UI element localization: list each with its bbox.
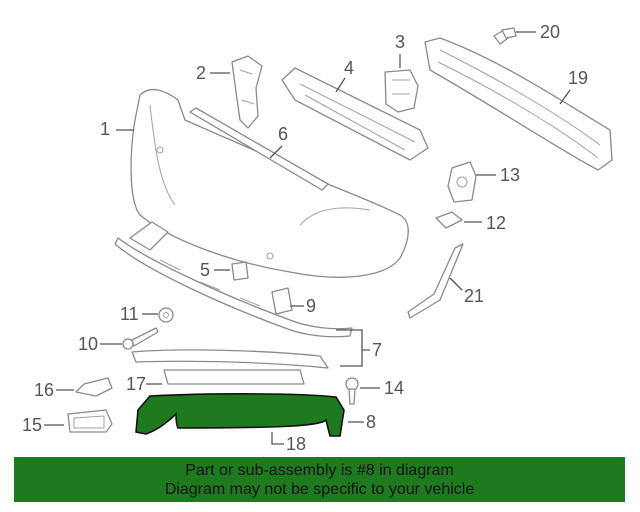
lower-valance[interactable] (114, 221, 353, 338)
banner-line-1: Part or sub-assembly is #8 in diagram (185, 462, 454, 479)
callout-16: 16 (34, 380, 74, 400)
part-12-clip[interactable] (435, 211, 463, 229)
callout-2: 2 (196, 63, 230, 83)
part-15-reflector[interactable] (67, 409, 113, 433)
svg-text:6: 6 (278, 124, 288, 144)
svg-text:1: 1 (100, 119, 110, 139)
svg-text:9: 9 (306, 296, 316, 316)
callout-6: 6 (269, 124, 288, 159)
svg-text:12: 12 (486, 213, 506, 233)
part-3-bracket[interactable] (384, 69, 419, 113)
part-4-support-bracket[interactable] (281, 67, 429, 161)
callout-14: 14 (360, 378, 404, 398)
part-1-bumper-cover[interactable] (130, 88, 409, 278)
svg-text:14: 14 (384, 378, 404, 398)
callout-10: 10 (78, 334, 122, 354)
svg-text:2: 2 (196, 63, 206, 83)
svg-text:21: 21 (464, 286, 484, 306)
svg-text:3: 3 (395, 32, 405, 52)
svg-text:15: 15 (22, 415, 42, 435)
svg-text:4: 4 (344, 58, 354, 78)
part-10-screw[interactable] (122, 327, 159, 350)
callout-9: 9 (290, 296, 316, 316)
svg-text:7: 7 (372, 340, 382, 360)
part-2-bracket[interactable] (231, 55, 263, 129)
callout-18: 18 (271, 432, 306, 454)
svg-text:10: 10 (78, 334, 98, 354)
callout-20: 20 (516, 22, 560, 42)
part-16-bracket[interactable] (75, 377, 113, 397)
part-9-bracket[interactable] (271, 287, 293, 315)
callout-21: 21 (449, 277, 484, 306)
svg-text:5: 5 (200, 260, 210, 280)
part-17-panel[interactable] (163, 369, 305, 385)
callout-15: 15 (22, 415, 64, 435)
part-19-reinforcement-beam[interactable] (424, 37, 613, 171)
info-banner: Part or sub-assembly is #8 in diagram Di… (14, 457, 625, 502)
callout-3: 3 (395, 32, 405, 68)
callout-5: 5 (200, 260, 230, 280)
part-6-trim-strip[interactable] (189, 107, 329, 191)
part-5-clip[interactable] (231, 261, 249, 281)
parts-diagram: 1 2 3 4 5 6 7 8 9 10 11 12 (22, 22, 613, 454)
callout-13: 13 (476, 165, 520, 185)
svg-text:17: 17 (126, 374, 146, 394)
callout-17: 17 (126, 374, 162, 394)
svg-text:20: 20 (540, 22, 560, 42)
part-20-bolt[interactable] (493, 27, 517, 45)
part-8-diffuser-highlighted[interactable] (135, 393, 345, 437)
svg-text:16: 16 (34, 380, 54, 400)
part-11-washer[interactable] (158, 307, 174, 323)
part-7-trim[interactable] (131, 349, 329, 369)
svg-text:13: 13 (500, 165, 520, 185)
part-21-side-trim[interactable] (407, 243, 464, 319)
callout-19: 19 (559, 68, 588, 105)
callout-7: 7 (336, 329, 382, 367)
part-13-bracket[interactable] (447, 161, 477, 203)
part-14-clip[interactable] (345, 377, 359, 405)
callout-8: 8 (348, 412, 376, 432)
banner-line-2: Diagram may not be specific to your vehi… (164, 481, 475, 498)
svg-text:19: 19 (568, 68, 588, 88)
svg-text:11: 11 (120, 304, 139, 324)
svg-text:8: 8 (366, 412, 376, 432)
callout-1: 1 (100, 119, 134, 139)
svg-text:18: 18 (286, 434, 306, 454)
callout-11: 11 (120, 304, 158, 324)
callout-12: 12 (464, 213, 506, 233)
callout-4: 4 (335, 58, 354, 93)
